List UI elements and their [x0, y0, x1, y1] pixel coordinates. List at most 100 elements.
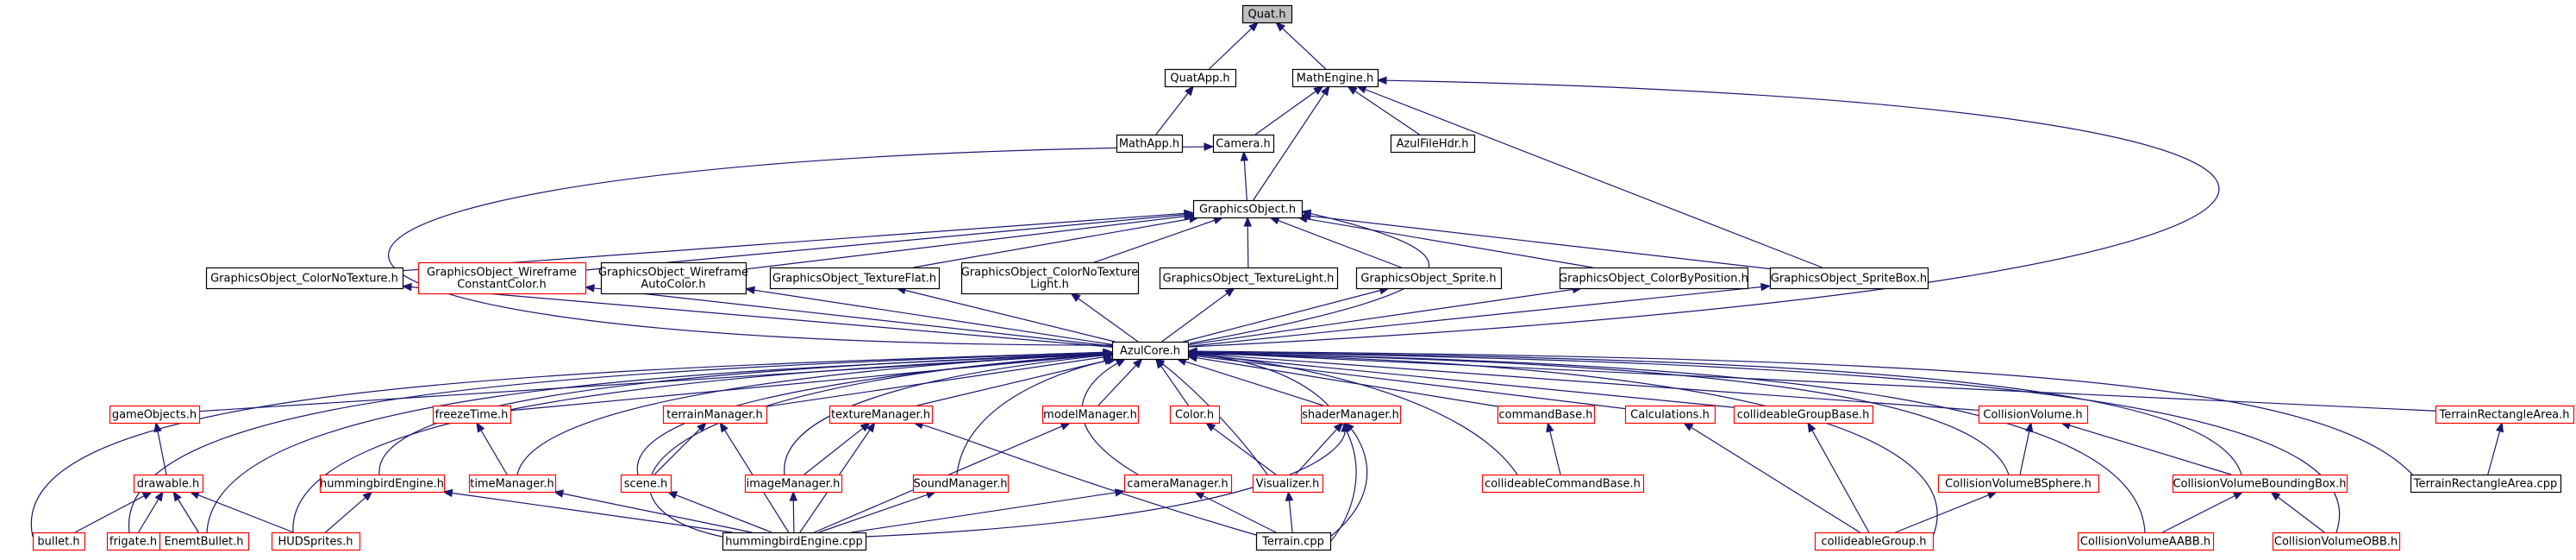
- node-box: [1814, 532, 1935, 551]
- node-go-colorbyposition[interactable]: GraphicsObject_ColorByPosition.h: [1559, 267, 1749, 290]
- edge-arrowhead: [1070, 293, 1081, 302]
- edge-azulcore-to-go_texturelight: [1161, 287, 1235, 343]
- edge-line: [1329, 428, 1368, 538]
- node-box: [1111, 341, 1190, 361]
- edge-line: [1196, 357, 1498, 407]
- node-color[interactable]: Color.h: [1169, 405, 1221, 425]
- node-label: Color.h: [1175, 409, 1214, 422]
- node-collisionvolume[interactable]: CollisionVolume.h: [1978, 405, 2089, 425]
- edge-arrowhead: [1154, 358, 1166, 368]
- node-collisionvolumebsphere[interactable]: CollisionVolumeBSphere.h: [1937, 474, 2100, 494]
- node-go-textureflat[interactable]: GraphicsObject_TextureFlat.h: [769, 267, 941, 290]
- edge-line: [410, 286, 1113, 348]
- node-label: TerrainRectangleArea.cpp: [2413, 478, 2557, 491]
- edge-line: [653, 428, 701, 475]
- node-box: [32, 532, 86, 551]
- node-label: Visualizer.h: [1256, 478, 1320, 491]
- node-hummingbirdengine-cpp[interactable]: hummingbirdEngine.cpp: [722, 532, 867, 551]
- node-collisionvolumeboundingbox[interactable]: CollisionVolumeBoundingBox.h: [2172, 474, 2348, 494]
- node-frigate[interactable]: frigate.h: [106, 532, 161, 551]
- node-go-texturelight[interactable]: GraphicsObject_TextureLight.h: [1159, 267, 1339, 290]
- edge-collisionvolumeboundingbox-to-collisionvolume: [2060, 421, 2232, 475]
- node-drawable[interactable]: drawable.h: [133, 474, 204, 494]
- node-label: GraphicsObject_SpriteBox.h: [1771, 273, 1927, 286]
- node-collisionvolumeobb[interactable]: CollisionVolumeOBB.h: [2272, 532, 2401, 551]
- node-label: MathEngine.h: [1297, 72, 1373, 85]
- node-scene[interactable]: scene.h: [620, 474, 672, 494]
- node-imagemanager[interactable]: imageManager.h: [744, 474, 843, 494]
- edge-arrowhead: [1185, 85, 1195, 97]
- node-quatapp[interactable]: QuatApp.h: [1164, 68, 1237, 88]
- node-terrainrectanglearea-cpp[interactable]: TerrainRectangleArea.cpp: [2410, 474, 2562, 494]
- node-visualizer[interactable]: Visualizer.h: [1252, 474, 1324, 494]
- edge-arrowhead: [860, 422, 871, 432]
- node-label: GraphicsObject_TextureFlat.h: [772, 273, 936, 286]
- node-shadermanager[interactable]: shaderManager.h: [1300, 405, 1402, 425]
- node-box: [1164, 68, 1237, 88]
- node-go-sprite[interactable]: GraphicsObject_Sprite.h: [1355, 267, 1503, 290]
- node-azulfilehdr[interactable]: AzulFileHdr.h: [1390, 134, 1476, 154]
- node-terrainrectanglearea[interactable]: TerrainRectangleArea.h: [2435, 405, 2575, 425]
- node-freezetime[interactable]: freezeTime.h: [432, 405, 512, 425]
- node-terrainmanager[interactable]: terrainManager.h: [662, 405, 768, 425]
- edge-arrowhead: [442, 488, 453, 498]
- node-label: timeManager.h: [470, 478, 554, 491]
- node-collideablecommandbase[interactable]: collideableCommandBase.h: [1481, 474, 1645, 494]
- node-box: [1769, 267, 1929, 290]
- node-box: [432, 405, 512, 425]
- edge-line: [1549, 431, 1561, 475]
- node-quat[interactable]: Quat.h: [1241, 4, 1293, 24]
- node-texturemanager[interactable]: textureManager.h: [828, 405, 934, 425]
- node-box: [1559, 267, 1749, 290]
- node-label: QuatApp.h: [1170, 72, 1229, 85]
- node-collisionvolumeaabb[interactable]: CollisionVolumeAABB.h: [2077, 532, 2215, 551]
- edge-arrowhead: [1344, 422, 1354, 432]
- edge-collideablegroup-to-collisionvolumebsphere: [1895, 491, 1998, 533]
- node-modelmanager[interactable]: modelManager.h: [1041, 405, 1140, 425]
- node-go-colornotexture[interactable]: GraphicsObject_ColorNoTexture.h: [205, 267, 404, 290]
- edge-line: [1310, 215, 1771, 270]
- edge-arrowhead: [1347, 85, 1358, 95]
- node-box: [1159, 267, 1339, 290]
- node-camera[interactable]: Camera.h: [1212, 134, 1275, 154]
- node-cameramanager[interactable]: cameraManager.h: [1123, 474, 1233, 494]
- edge-line: [1187, 286, 1762, 348]
- edge-arrowhead: [789, 490, 798, 501]
- node-bullet[interactable]: bullet.h: [32, 532, 86, 551]
- node-calculations[interactable]: Calculations.h: [1624, 405, 1716, 425]
- node-hummingbirdengine-h[interactable]: hummingbirdEngine.h: [319, 474, 446, 494]
- node-azulcore[interactable]: AzulCore.h: [1111, 341, 1190, 361]
- node-label: CollisionVolumeAABB.h: [2080, 536, 2210, 549]
- edge-line: [1196, 351, 2436, 412]
- edge-hummingbirdengine_cpp-to-soundmanager: [818, 490, 937, 533]
- node-terrain-cpp[interactable]: Terrain.cpp: [1255, 532, 1332, 551]
- node-label: Quat.h: [1248, 9, 1286, 22]
- edge-azulcore-to-go_sprite: [1183, 286, 1391, 343]
- node-box: [1252, 474, 1324, 494]
- node-mathengine[interactable]: MathEngine.h: [1291, 68, 1379, 88]
- node-soundmanager[interactable]: SoundManager.h: [912, 474, 1010, 494]
- node-mathapp[interactable]: MathApp.h: [1116, 134, 1184, 154]
- node-hudsprites[interactable]: HUDSprites.h: [271, 532, 361, 551]
- node-collideablegroup[interactable]: collideableGroup.h: [1814, 532, 1935, 551]
- node-commandbase[interactable]: commandBase.h: [1497, 405, 1596, 425]
- node-collideablegroupbase[interactable]: collideableGroupBase.h: [1733, 405, 1874, 425]
- node-label: CollisionVolumeBSphere.h: [1945, 478, 2091, 491]
- node-label: GraphicsObject_Sprite.h: [1360, 273, 1496, 286]
- edge-line: [916, 360, 1106, 406]
- node-gameobjects[interactable]: gameObjects.h: [109, 405, 201, 425]
- node-go-spritebox[interactable]: GraphicsObject_SpriteBox.h: [1769, 267, 1929, 290]
- node-label: textureManager.h: [831, 409, 930, 422]
- edge-line: [1097, 364, 1137, 406]
- node-enemtbullet[interactable]: EnemtBullet.h: [159, 532, 250, 551]
- node-graphicsobject[interactable]: GraphicsObject.h: [1192, 199, 1304, 219]
- edge-line: [585, 214, 1185, 271]
- edge-quatapp-to-quat: [1209, 22, 1260, 70]
- edge-go_spritebox-to-graphicsobject: [1300, 211, 1771, 270]
- node-timemanager[interactable]: timeManager.h: [468, 474, 557, 494]
- node-label: MathApp.h: [1119, 138, 1179, 151]
